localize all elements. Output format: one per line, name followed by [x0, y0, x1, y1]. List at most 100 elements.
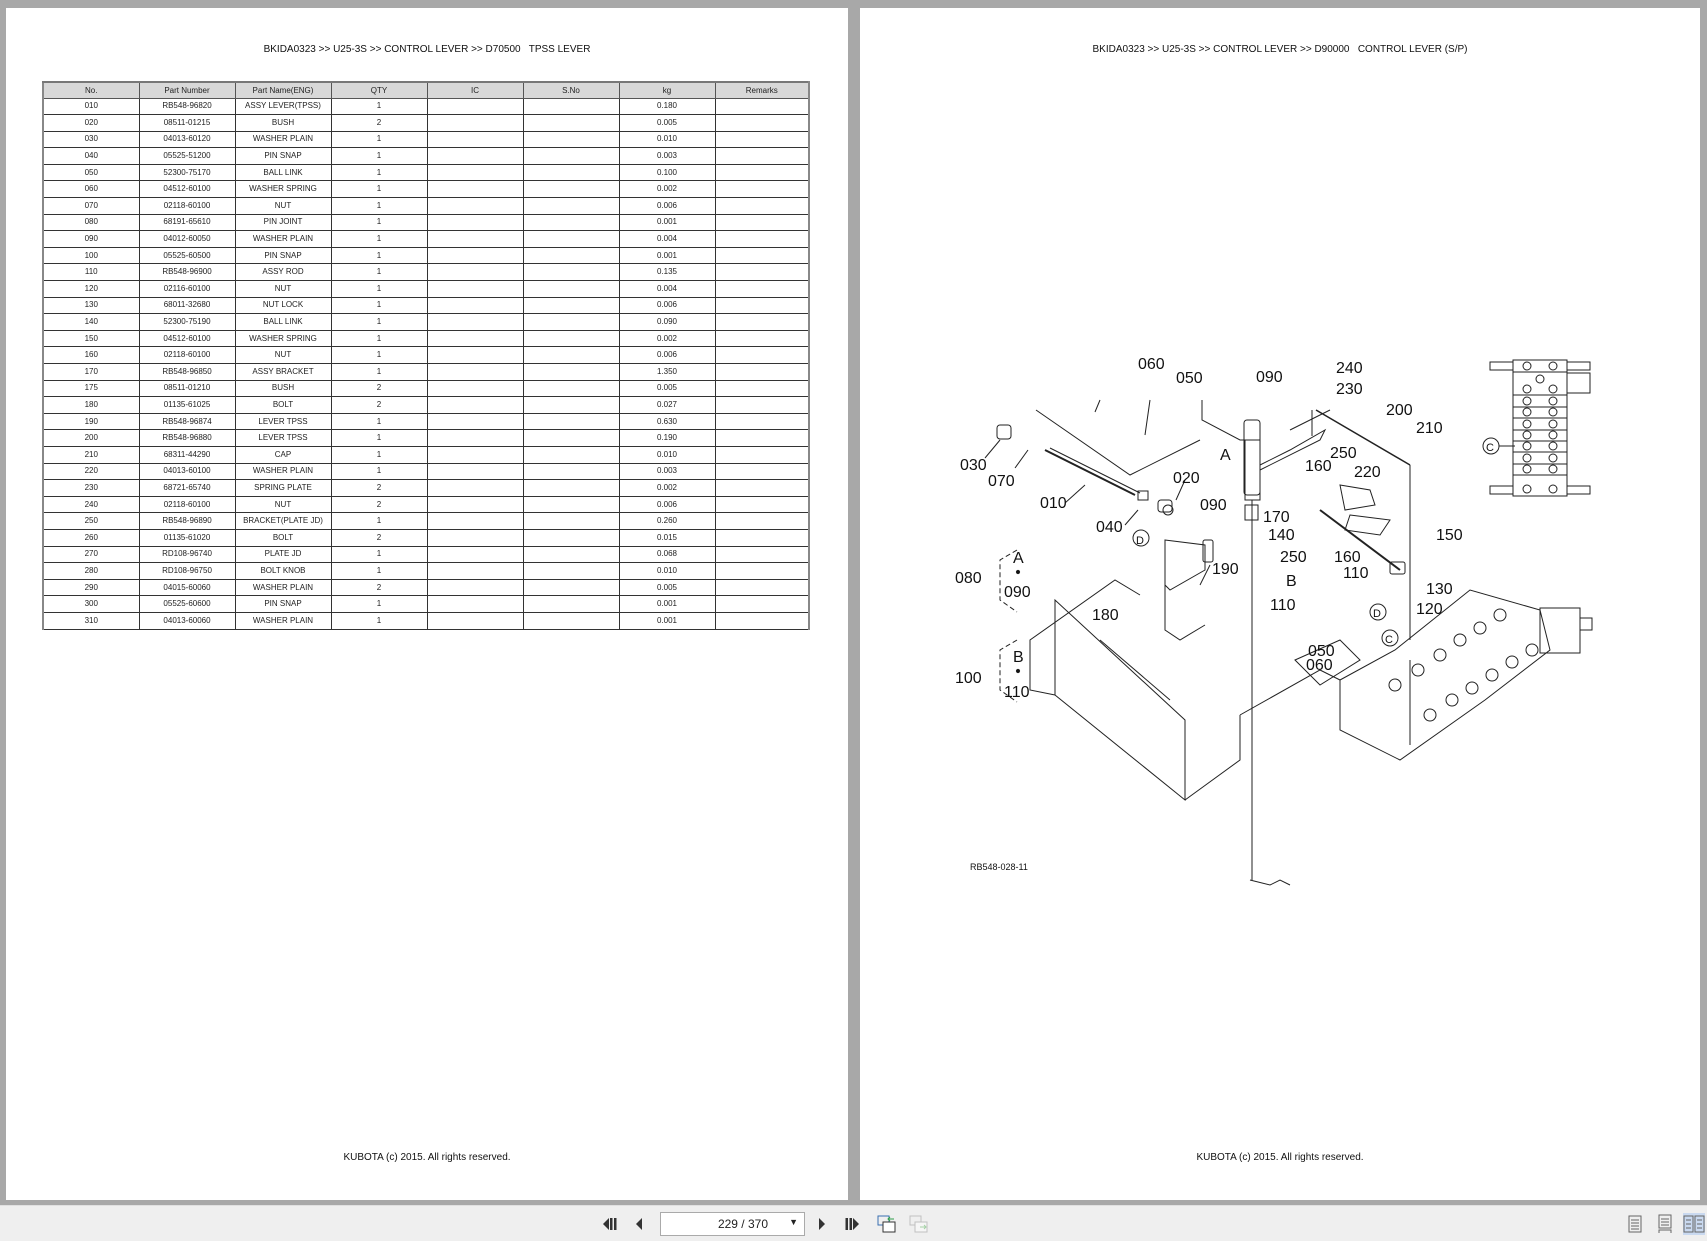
- first-page-icon: [603, 1218, 617, 1230]
- table-cell: RD108-96740: [138, 545, 236, 564]
- table-cell: [522, 230, 620, 248]
- svg-text:140: 140: [1268, 527, 1295, 544]
- page-indicator: 229 / 370: [717, 1217, 768, 1231]
- table-cell: [714, 346, 810, 364]
- svg-text:160: 160: [1305, 458, 1332, 475]
- last-page-button[interactable]: [842, 1214, 864, 1234]
- svg-text:080: 080: [955, 570, 982, 587]
- table-cell: 1: [330, 595, 428, 613]
- table-cell: PIN SNAP: [234, 246, 332, 265]
- table-cell: 1: [330, 363, 428, 381]
- table-cell: 0.010: [618, 130, 716, 149]
- table-cell: 02118-60100: [138, 346, 236, 364]
- table-cell: 060: [42, 180, 140, 199]
- previous-page-button[interactable]: [628, 1214, 650, 1234]
- svg-text:110: 110: [1343, 565, 1369, 582]
- table-cell: BUSH: [234, 114, 332, 132]
- table-cell: [426, 495, 524, 514]
- svg-text:030: 030: [960, 457, 987, 474]
- single-page-view-button[interactable]: [1624, 1213, 1646, 1235]
- svg-text:190: 190: [1212, 561, 1239, 578]
- table-cell: [426, 114, 524, 132]
- svg-text:A: A: [1013, 550, 1024, 567]
- page-left: BKIDA0323 >> U25-3S >> CONTROL LEVER >> …: [6, 8, 848, 1200]
- table-cell: 0.006: [618, 296, 716, 315]
- table-cell: [714, 512, 810, 530]
- table-cell: [714, 412, 810, 431]
- table-cell: 52300-75190: [138, 313, 236, 331]
- table-cell: 130: [42, 296, 140, 315]
- table-cell: 1: [330, 197, 428, 215]
- table-cell: [426, 147, 524, 165]
- table-cell: WASHER PLAIN: [234, 230, 332, 248]
- table-cell: 08511-01210: [138, 379, 236, 398]
- table-cell: [714, 147, 810, 165]
- table-cell: WASHER PLAIN: [234, 578, 332, 597]
- table-cell: [522, 562, 620, 580]
- table-cell: [714, 545, 810, 564]
- table-cell: [522, 528, 620, 547]
- table-cell: 0.001: [618, 611, 716, 630]
- svg-text:060: 060: [1138, 356, 1165, 373]
- table-cell: [714, 180, 810, 199]
- table-cell: PIN SNAP: [234, 595, 332, 613]
- table-cell: 68011-32680: [138, 296, 236, 315]
- table-cell: 270: [42, 545, 140, 564]
- table-cell: 300: [42, 595, 140, 613]
- table-cell: [714, 429, 810, 447]
- table-cell: WASHER SPRING: [234, 180, 332, 199]
- table-cell: [426, 313, 524, 331]
- table-cell: [426, 213, 524, 232]
- svg-text:110: 110: [1270, 597, 1296, 614]
- table-cell: 2: [330, 578, 428, 597]
- table-cell: WASHER PLAIN: [234, 462, 332, 481]
- table-cell: 52300-75170: [138, 163, 236, 182]
- table-cell: 0.005: [618, 379, 716, 398]
- svg-text:250: 250: [1280, 549, 1307, 566]
- svg-text:240: 240: [1336, 360, 1363, 377]
- next-page-button[interactable]: [811, 1214, 833, 1234]
- table-cell: SPRING PLATE: [234, 479, 332, 497]
- table-cell: [426, 97, 524, 116]
- svg-text:070: 070: [988, 473, 1015, 490]
- table-cell: 160: [42, 346, 140, 364]
- table-cell: 05525-60600: [138, 595, 236, 613]
- svg-text:150: 150: [1436, 527, 1463, 544]
- first-page-button[interactable]: [598, 1214, 620, 1234]
- table-cell: ASSY ROD: [234, 263, 332, 282]
- table-cell: [714, 562, 810, 580]
- table-cell: [714, 445, 810, 464]
- two-page-view-button[interactable]: [1683, 1213, 1705, 1235]
- table-cell: 0.015: [618, 528, 716, 547]
- continuous-view-button[interactable]: [1654, 1213, 1676, 1235]
- table-cell: 0.010: [618, 562, 716, 580]
- table-cell: 240: [42, 495, 140, 514]
- page-header-breadcrumb: BKIDA0323 >> U25-3S >> CONTROL LEVER >> …: [263, 44, 591, 55]
- document-viewer[interactable]: BKIDA0323 >> U25-3S >> CONTROL LEVER >> …: [0, 0, 1707, 1205]
- table-cell: 1: [330, 213, 428, 232]
- go-forward-view-button[interactable]: [908, 1214, 930, 1234]
- table-cell: [522, 114, 620, 132]
- table-cell: [714, 462, 810, 481]
- table-cell: [714, 396, 810, 414]
- table-cell: [522, 495, 620, 514]
- page-right: BKIDA0323 >> U25-3S >> CONTROL LEVER >> …: [860, 8, 1700, 1200]
- go-back-view-button[interactable]: [876, 1214, 898, 1234]
- table-cell: [426, 197, 524, 215]
- table-cell: 170: [42, 363, 140, 381]
- table-cell: WASHER PLAIN: [234, 611, 332, 630]
- table-cell: 1: [330, 329, 428, 348]
- svg-text:050: 050: [1176, 370, 1203, 387]
- table-cell: [714, 280, 810, 298]
- svg-text:020: 020: [1173, 470, 1200, 487]
- table-cell: 090: [42, 230, 140, 248]
- svg-text:D: D: [1136, 535, 1144, 547]
- page-number-select[interactable]: 229 / 370 ▼: [660, 1212, 805, 1236]
- table-cell: 1.350: [618, 363, 716, 381]
